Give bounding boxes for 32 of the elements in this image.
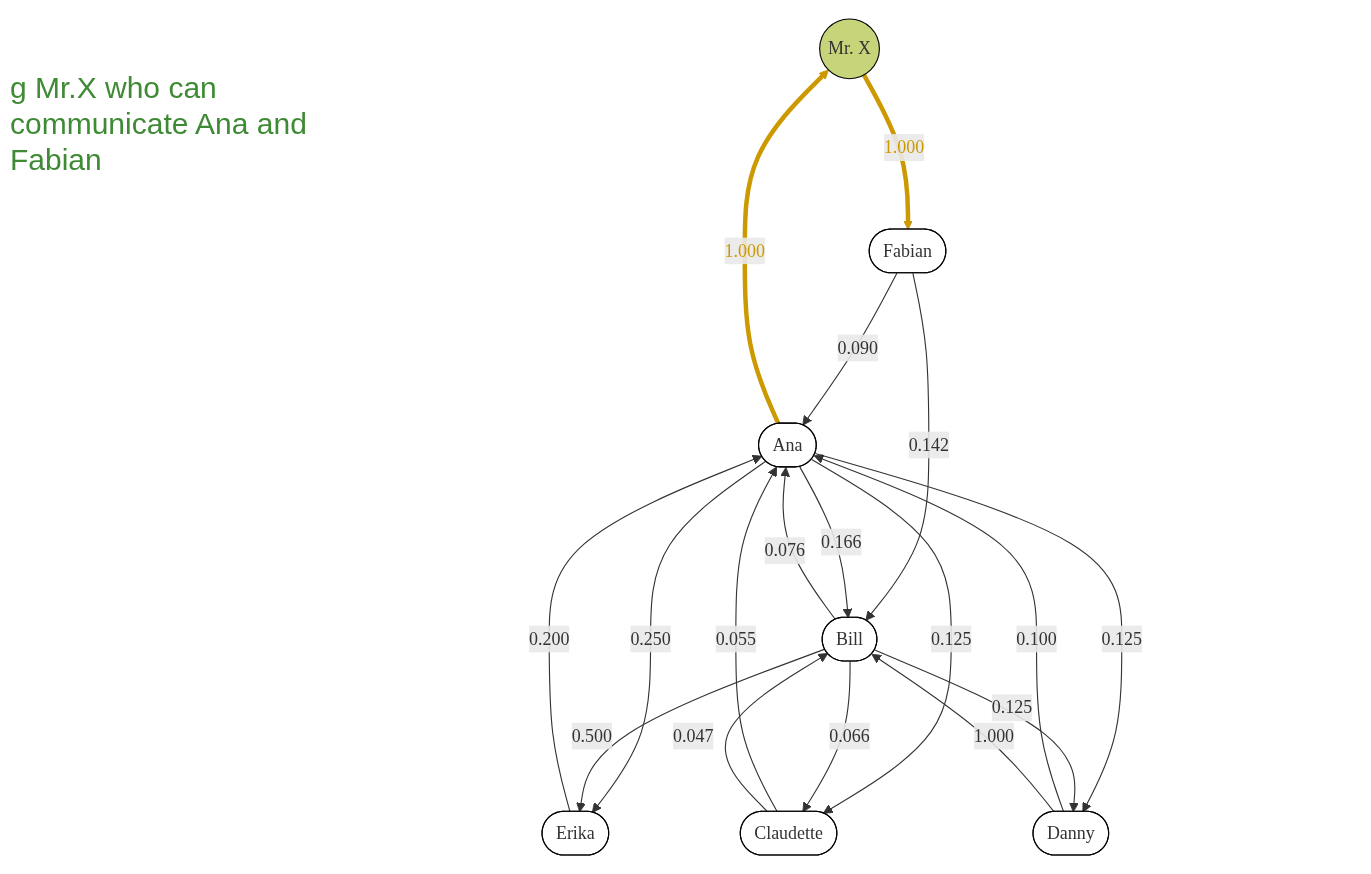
edge-label: 0.100 xyxy=(1016,628,1057,649)
node-circle: Mr. X xyxy=(819,18,880,80)
arrow xyxy=(802,272,898,426)
arrow xyxy=(814,452,1123,813)
edge-label: 1.000 xyxy=(724,240,765,260)
arrow xyxy=(724,653,829,813)
edge-label: 0.125 xyxy=(931,628,972,649)
arrow xyxy=(813,454,1065,813)
edge-label: 0.076 xyxy=(764,540,805,560)
arrow xyxy=(871,653,1055,813)
edge-label: 0.090 xyxy=(837,337,878,357)
arrow xyxy=(735,466,778,813)
edge-label: 1.000 xyxy=(883,137,925,157)
edge-label: 0.142 xyxy=(908,434,950,454)
edge-label: 1.000 xyxy=(973,726,1015,746)
note-text: g Mr.X who can communicate Ana and Fabian xyxy=(10,70,308,178)
arrow xyxy=(591,460,767,813)
arrow xyxy=(865,272,930,621)
edge-label: 0.047 xyxy=(673,726,714,746)
edge-label: 0.200 xyxy=(529,628,570,649)
edge-label: 0.055 xyxy=(715,628,757,649)
arrow xyxy=(548,454,763,813)
edge-label: 0.125 xyxy=(1101,628,1142,649)
arrow xyxy=(742,69,829,425)
arrow xyxy=(811,459,952,814)
edge-label: 0.066 xyxy=(829,726,870,746)
arrow xyxy=(576,648,826,813)
edge-label: 0.250 xyxy=(630,628,671,649)
edge-label: 0.500 xyxy=(571,726,613,746)
edge-label: 0.166 xyxy=(821,531,862,551)
arrow xyxy=(874,649,1079,813)
edge-label: 0.125 xyxy=(991,697,1033,717)
